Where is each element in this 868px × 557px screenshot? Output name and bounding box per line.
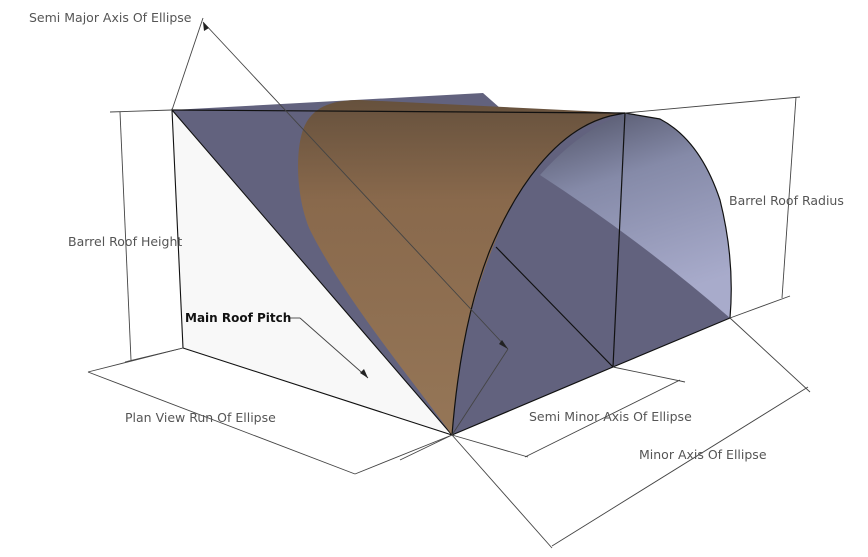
- barrel-highlight: [540, 113, 732, 318]
- main-roof-pitch-label: Main Roof Pitch: [185, 311, 292, 325]
- barrel-roof-height-label: Barrel Roof Height: [68, 234, 183, 249]
- ridge-edge: [171, 109, 626, 114]
- semi-major-axis-label: Semi Major Axis Of Ellipse: [29, 10, 192, 25]
- semi-minor-edge: [495, 246, 614, 368]
- elliptical-valley-surface: [298, 100, 625, 435]
- semi-minor-axis-label: Semi Minor Axis Of Ellipse: [529, 409, 692, 424]
- barrel-vertical-edge: [612, 112, 626, 368]
- barrel-outer-arc: [624, 112, 732, 319]
- plan-view-run-label: Plan View Run Of Ellipse: [125, 410, 276, 425]
- gable-face: [171, 108, 454, 437]
- barrel-arc-edge: [451, 112, 626, 436]
- minor-axis-label: Minor Axis Of Ellipse: [639, 447, 767, 462]
- dimension-lines: [87, 17, 811, 549]
- barrel-roof-radius-label: Barrel Roof Radius: [729, 193, 844, 208]
